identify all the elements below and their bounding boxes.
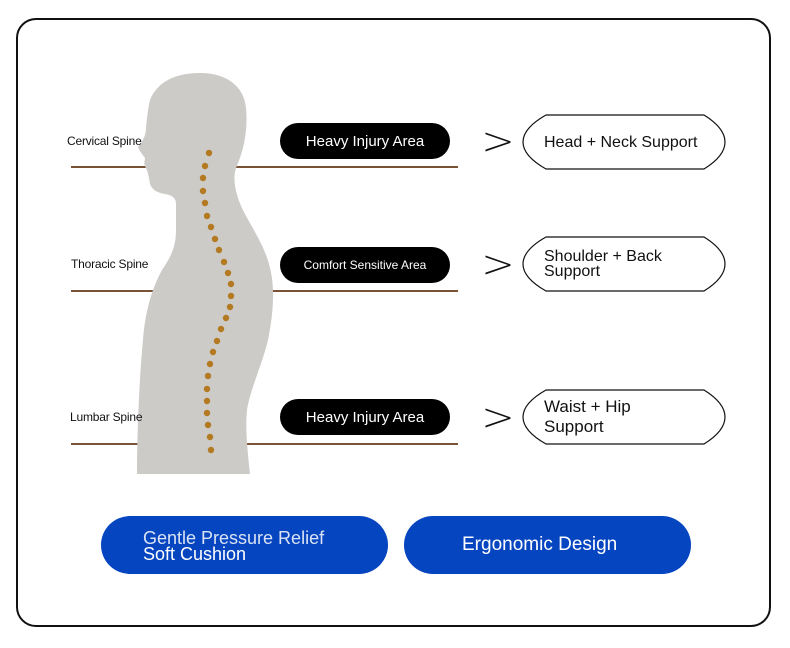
support-box-head-neck: Head + Neck Support	[522, 114, 726, 170]
vertebra-dot	[217, 325, 225, 333]
vertebra-dot	[220, 258, 228, 266]
arrow-right-icon: >	[481, 242, 515, 286]
support-label: Shoulder + Back Support	[544, 248, 662, 280]
cervical-spine-label: Cervical Spine	[67, 134, 142, 148]
lumbar-spine-label: Lumbar Spine	[70, 410, 143, 424]
vertebra-dot	[199, 187, 207, 195]
button-label: Soft Cushion	[143, 544, 247, 564]
support-label: Waist + Hip Support	[544, 397, 631, 436]
vertebra-dot	[199, 174, 207, 182]
vertebra-dot	[215, 246, 223, 254]
overlay-text: Gentle Pressure Relief	[143, 528, 325, 548]
vertebra-dot	[201, 199, 209, 207]
support-box-shoulder-back: Shoulder + Back Support	[522, 236, 726, 292]
arrow-right-icon: >	[481, 395, 515, 439]
vertebra-dot	[203, 385, 211, 393]
vertebra-dot	[205, 149, 213, 157]
vertebra-dot	[209, 348, 217, 356]
vertebra-dot	[206, 433, 214, 441]
vertebra-dot	[213, 337, 221, 345]
vertebra-dot	[203, 212, 211, 220]
button-label: Ergonomic Design	[462, 534, 618, 555]
vertebra-dot	[227, 280, 235, 288]
area-badge-thoracic: Comfort Sensitive Area	[280, 247, 450, 283]
vertebra-dot	[224, 269, 232, 277]
thoracic-spine-label: Thoracic Spine	[71, 257, 149, 271]
support-label: Head + Neck Support	[544, 133, 698, 151]
vertebra-dot	[207, 223, 215, 231]
vertebra-dot	[207, 446, 215, 454]
vertebra-dot	[206, 360, 214, 368]
vertebra-dot	[204, 421, 212, 429]
area-badge-lumbar: Heavy Injury Area	[280, 399, 450, 435]
vertebra-dot	[226, 303, 234, 311]
vertebra-dot	[211, 235, 219, 243]
vertebra-dot	[203, 409, 211, 417]
area-badge-cervical: Heavy Injury Area	[280, 123, 450, 159]
human-silhouette-icon	[137, 73, 274, 474]
vertebra-dot	[203, 397, 211, 405]
arrow-right-icon: >	[481, 119, 515, 163]
ergonomic-design-button[interactable]: Ergonomic Design	[404, 516, 691, 574]
soft-cushion-button[interactable]: Gentle Pressure Relief Soft Cushion	[101, 516, 388, 574]
spine-dots	[199, 149, 235, 454]
vertebra-dot	[201, 162, 209, 170]
vertebra-dot	[222, 314, 230, 322]
vertebra-dot	[204, 372, 212, 380]
vertebra-dot	[227, 292, 235, 300]
support-box-waist-hip: Waist + Hip Support	[522, 389, 726, 445]
